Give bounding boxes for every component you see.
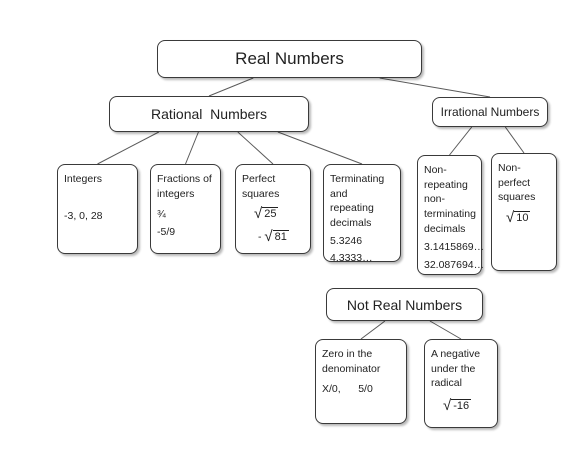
- integers-node: Integers -3, 0, 28: [57, 164, 138, 254]
- non-repeating-decimals-node: Non-repeating non-terminating decimals 3…: [417, 155, 485, 275]
- sqrt-81: √81: [264, 228, 289, 246]
- radicand-10: 10: [514, 211, 531, 225]
- edge-rational_numbers-to-terminating: [277, 131, 363, 165]
- perfect-squares-node: Perfect squares √25 - √81: [235, 164, 311, 254]
- integers-example: -3, 0, 28: [64, 209, 103, 222]
- zero-denominator-examples: X/0, 5/0: [322, 382, 400, 397]
- real-numbers-label: Real Numbers: [235, 49, 344, 68]
- real-numbers-node: Real Numbers: [157, 40, 422, 78]
- sqrt-neg-16: √-16: [443, 397, 472, 415]
- not-real-numbers-label: Not Real Numbers: [346, 296, 463, 313]
- radical-sign-icon: √: [506, 209, 515, 227]
- zero-denominator-example-1: X/0,: [322, 383, 341, 396]
- sqrt-10-expression: √10: [498, 207, 550, 228]
- non-repeating-example-2: 32.087694…: [424, 259, 485, 272]
- sqrt-10: √10: [506, 209, 531, 227]
- sqrt-25-expression: √25: [242, 203, 304, 224]
- fractions-label: Fractions of integers: [157, 173, 212, 200]
- edge-real_numbers-to-rational_numbers: [208, 77, 254, 97]
- non-repeating-label: Non-repeating non-terminating decimals: [424, 164, 476, 235]
- rational-numbers-node: Rational Numbers: [109, 96, 309, 132]
- terminating-example-1: 5.3246: [330, 234, 363, 247]
- radicand-neg-16: -16: [451, 399, 472, 413]
- negative-prefix: -: [258, 231, 265, 244]
- radicand-81: 81: [272, 230, 289, 244]
- zero-denominator-example-2: 5/0: [358, 383, 373, 396]
- irrational-numbers-label: Irrational Numbers: [440, 105, 540, 119]
- edge-rational_numbers-to-fractions: [185, 131, 199, 165]
- zero-denominator-label: Zero in the denominator: [322, 348, 381, 375]
- non-perfect-squares-node: Non-perfect squares √10: [491, 153, 557, 271]
- terminating-decimals-node: Terminating and repeating decimals 5.324…: [323, 164, 401, 264]
- edge-real_numbers-to-irrational_numbers: [379, 77, 491, 98]
- neg-sqrt-81-expression: - √81: [242, 226, 304, 247]
- irrational-numbers-node: Irrational Numbers: [432, 97, 548, 127]
- non-repeating-example-1: 3.1415869…: [424, 241, 485, 254]
- edge-irrational_numbers-to-non_perfect: [504, 126, 525, 154]
- negative-radical-node: A negative under the radical √-16: [424, 339, 498, 428]
- terminating-example-2: 4.3333…: [330, 252, 373, 265]
- zero-denominator-node: Zero in the denominator X/0, 5/0: [315, 339, 407, 424]
- terminating-label: Terminating and repeating decimals: [330, 173, 385, 230]
- edge-rational_numbers-to-perfect_squares: [237, 131, 274, 165]
- perfect-squares-label: Perfect squares: [242, 173, 280, 200]
- edge-irrational_numbers-to-non_repeating: [449, 126, 473, 156]
- radical-sign-icon: √: [264, 228, 273, 246]
- edge-not_real_numbers-to-negative_radical: [429, 320, 462, 340]
- edge-rational_numbers-to-integers: [97, 131, 160, 165]
- radicand-25: 25: [262, 207, 279, 221]
- sqrt-25: √25: [254, 205, 279, 223]
- sqrt-neg-16-expression: √-16: [431, 395, 491, 416]
- fractions-node: Fractions of integers ¾ -5/9: [150, 164, 221, 254]
- integers-label: Integers: [64, 173, 102, 185]
- radical-sign-icon: √: [443, 397, 452, 415]
- fractions-example-2: -5/9: [157, 226, 176, 239]
- radical-sign-icon: √: [254, 205, 263, 223]
- non-perfect-label: Non-perfect squares: [498, 162, 536, 204]
- not-real-numbers-node: Not Real Numbers: [326, 288, 483, 321]
- edge-not_real_numbers-to-zero_denominator: [360, 320, 386, 340]
- rational-numbers-label: Rational Numbers: [151, 106, 267, 122]
- fractions-example-1: ¾: [157, 208, 166, 221]
- negative-radical-label: A negative under the radical: [431, 348, 481, 390]
